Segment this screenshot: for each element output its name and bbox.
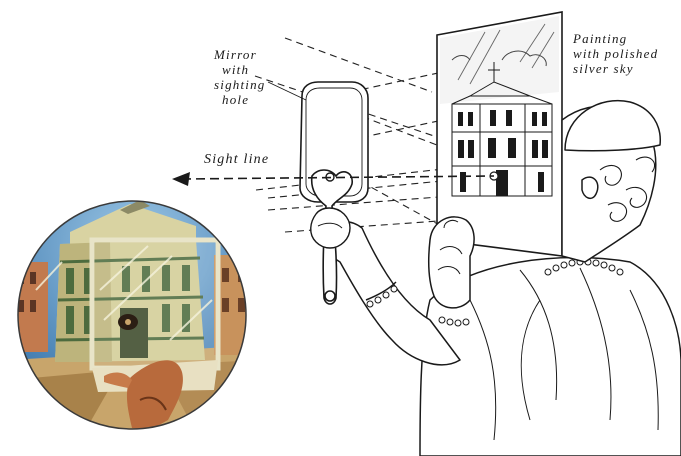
baptistery-painting-disc (10, 195, 260, 440)
arrow-head-icon (172, 172, 190, 186)
painting-label-line-2: with polished (573, 47, 658, 60)
holding-hand (311, 208, 350, 248)
mirror-leader-line (268, 82, 306, 100)
painting-label-line-3: silver sky (573, 62, 634, 75)
mirror-label-line-1: Mirror (214, 48, 257, 61)
mirror-label-line-4: hole (222, 93, 249, 106)
sight-line-label: Sight line (204, 153, 269, 166)
painting-label-line-1: Painting (573, 32, 627, 45)
mirror-label-line-3: sighting (214, 78, 266, 91)
mirror-label-line-2: with (222, 63, 249, 76)
